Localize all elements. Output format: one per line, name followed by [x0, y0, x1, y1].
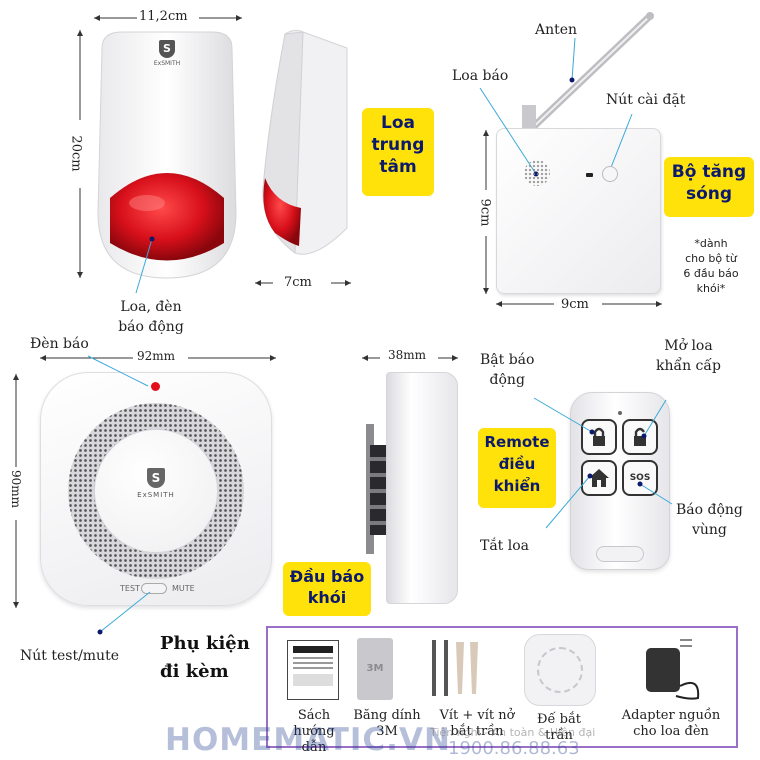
- mute-text: MUTE: [172, 584, 195, 593]
- test-text: TEST: [120, 584, 140, 593]
- repeater-height-line: [483, 130, 489, 294]
- smoke-width-line: [40, 355, 276, 361]
- smoke-center-cap: [94, 429, 218, 553]
- screws-image: [432, 640, 478, 696]
- smoke-brand: ExSMITH: [137, 491, 175, 499]
- smoke-title-badge: Đầu báo khói: [283, 562, 371, 616]
- smoke-led-label: Đèn báo: [30, 336, 89, 352]
- smoke-side-base: [370, 445, 388, 535]
- smoke-depth-label: 38mm: [388, 348, 427, 362]
- siren-front-image: [97, 31, 237, 279]
- accessories-box: [266, 626, 738, 748]
- setup-button[interactable]: [602, 166, 618, 182]
- repeater-note: *dành cho bộ từ 6 đầu báo khói*: [683, 237, 739, 295]
- tape-image: 3M: [357, 638, 393, 700]
- siren-brand: ExSMITH: [153, 60, 181, 67]
- test-mute-button[interactable]: [141, 583, 167, 594]
- test-mute-leader: [97, 591, 151, 635]
- repeater-height-label: 9cm: [477, 198, 493, 227]
- siren-depth-line: [255, 280, 351, 286]
- siren-depth-label: 7cm: [284, 275, 312, 290]
- watermark-brand: HOMEMATIC.VN: [165, 722, 451, 758]
- speaker-off-button[interactable]: [581, 460, 617, 496]
- smoke-logo-icon: S: [147, 468, 165, 488]
- unlock-icon: [634, 427, 646, 446]
- smoke-led-leader: [87, 355, 149, 387]
- zone-alarm-label: Báo động vùng: [676, 502, 743, 538]
- ceiling-base-image: [524, 634, 596, 706]
- home-icon: [589, 469, 609, 487]
- repeater-speaker-grill: [524, 160, 550, 186]
- remote-leader-lines: [533, 397, 673, 529]
- smoke-height-line: [13, 374, 19, 608]
- adapter-image: [646, 639, 700, 700]
- accessory-label-base: Đế bắt trần: [537, 712, 581, 743]
- repeater-speaker-label: Loa báo: [452, 68, 509, 84]
- siren-title-badge: Loa trung tâm: [362, 108, 434, 196]
- watermark-phone: 1900.86.88.63: [448, 738, 580, 759]
- emergency-button[interactable]: [622, 419, 658, 455]
- manual-image: [287, 640, 339, 700]
- arm-button[interactable]: [581, 419, 617, 455]
- setup-button-label: Nút cài đặt: [606, 92, 686, 108]
- test-mute-label: Nút test/mute: [20, 648, 119, 664]
- smoke-led-icon: [151, 382, 160, 391]
- siren-height-label: 20cm: [68, 135, 84, 172]
- remote-led: [618, 411, 622, 415]
- remote-title-badge: Remote điều khiển: [478, 428, 556, 508]
- accessory-label-screws: Vít + vít nở bắt trần: [439, 708, 515, 739]
- siren-side-image: [262, 29, 348, 255]
- accessories-heading: Phụ kiện đi kèm: [160, 633, 250, 682]
- antenna-label: Anten: [535, 22, 578, 38]
- arm-label: Bật báo động: [480, 352, 535, 388]
- watermark-tagline: Tiện nghi - An toàn & Hiện đại: [430, 726, 596, 739]
- sos-button[interactable]: SOS: [622, 460, 658, 496]
- repeater-width-label: 9cm: [561, 297, 589, 312]
- smoke-depth-line: [362, 355, 458, 361]
- repeater-led: [586, 173, 593, 177]
- smoke-detector-side-image: [386, 372, 458, 604]
- siren-width-label: 11,2cm: [139, 9, 188, 24]
- remote-keyring-slot: [596, 546, 644, 562]
- siren-caption: Loa, đèn báo động: [118, 299, 184, 335]
- siren-logo-icon: S: [159, 40, 175, 58]
- siren-width-line: [94, 15, 242, 21]
- accessory-label-adapter: Adapter nguồn cho loa đèn: [621, 708, 721, 739]
- smoke-height-label: 90mm: [9, 469, 24, 509]
- repeater-width-line: [496, 301, 662, 307]
- smoke-width-label: 92mm: [137, 349, 176, 363]
- accessory-label-manual: Sách hướng dẫn: [293, 708, 335, 755]
- emergency-label: Mở loa khẩn cấp: [656, 338, 721, 374]
- repeater-title-badge: Bộ tăng sóng: [664, 157, 754, 217]
- lock-icon: [593, 427, 605, 446]
- antenna-image: [522, 12, 654, 136]
- siren-height-line: [77, 30, 83, 278]
- siren-leader-line: [135, 236, 155, 294]
- accessory-label-tape: Băng dính 3M: [353, 708, 421, 739]
- speaker-off-label: Tắt loa: [480, 538, 530, 554]
